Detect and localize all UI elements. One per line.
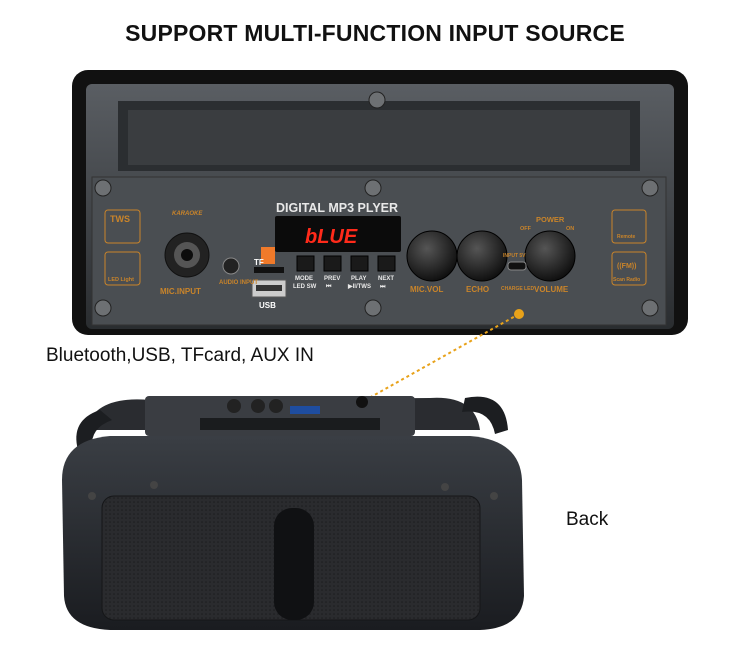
usb-label: USB bbox=[259, 301, 276, 310]
play-button-sub: ▶II/TWS bbox=[347, 283, 371, 290]
input-5v-label: INPUT 5V bbox=[503, 253, 526, 259]
next-button-sub: ⏭ bbox=[380, 284, 386, 290]
karaoke-label: KARAOKE bbox=[172, 211, 203, 217]
charge-led-label: CHARGE LED bbox=[501, 286, 534, 292]
on-label: ON bbox=[566, 226, 574, 232]
mic-vol-label: MIC.VOL bbox=[410, 285, 443, 294]
volume-label: VOLUME bbox=[534, 285, 569, 294]
tf-label: TF bbox=[254, 258, 264, 267]
mode-button-sub: LED SW bbox=[293, 284, 317, 290]
tws-label: TWS bbox=[110, 214, 130, 224]
audio-input-label: AUDIO INPUT bbox=[219, 280, 258, 286]
display-readout: bLUE bbox=[305, 226, 358, 248]
off-label: OFF bbox=[520, 226, 532, 232]
play-button-label: PLAY bbox=[351, 276, 366, 282]
control-panel-closeup bbox=[72, 70, 688, 335]
speaker-back-view bbox=[62, 396, 524, 630]
remote-label: Remote bbox=[617, 234, 636, 240]
mode-button-label: MODE bbox=[295, 276, 313, 282]
input-sources-caption: Bluetooth,USB, TFcard, AUX IN bbox=[46, 345, 314, 366]
power-label: POWER bbox=[536, 215, 565, 224]
echo-label: ECHO bbox=[466, 285, 489, 294]
page-title: SUPPORT MULTI-FUNCTION INPUT SOURCE bbox=[125, 20, 625, 46]
scan-radio-label: Scan Radio bbox=[613, 277, 640, 283]
prev-button-label: PREV bbox=[324, 276, 340, 282]
prev-button-sub: ⏮ bbox=[326, 284, 332, 290]
back-caption: Back bbox=[566, 509, 609, 530]
next-button-label: NEXT bbox=[378, 276, 394, 282]
led-light-label: LED Light bbox=[108, 277, 134, 283]
brand-label: DIGITAL MP3 PLYER bbox=[276, 201, 398, 215]
mic-input-label: MIC.INPUT bbox=[160, 287, 201, 296]
fm-label: ((FM)) bbox=[617, 263, 636, 270]
